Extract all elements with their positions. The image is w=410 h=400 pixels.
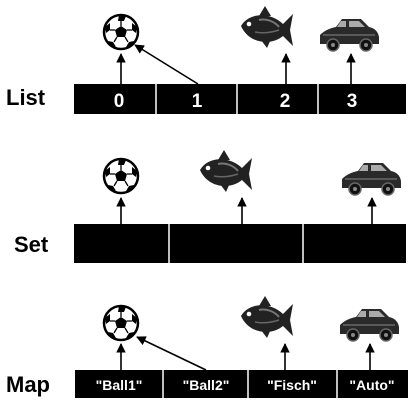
list-index-0: 0 [114,91,125,112]
set-bar [74,224,406,263]
list-index-2: 2 [280,91,291,112]
list-bar [74,84,406,114]
map-key-3: "Auto" [349,377,394,393]
list-index-3: 3 [347,91,358,112]
list-car-icon [319,18,380,52]
list-row: List 0 1 2 3 [6,5,406,114]
map-key-1: "Ball2" [183,377,230,393]
list-index-1: 1 [192,91,203,112]
map-key-2: "Fisch" [267,377,317,393]
map-arrow-1 [136,336,207,371]
map-label: Map [6,372,50,397]
map-fish-icon [240,295,294,339]
map-bar [75,370,408,398]
set-car-icon [341,162,402,196]
set-row: Set [14,149,406,263]
list-fish-icon [240,5,294,49]
set-label: Set [14,232,49,257]
list-label: List [6,85,46,110]
map-car-icon [339,308,400,342]
set-fish-icon [199,149,253,193]
list-ball-icon [102,13,140,51]
set-ball-icon [102,157,140,195]
list-arrow-1 [134,44,199,85]
map-key-0: "Ball1" [96,377,143,393]
map-row: Map "Ball1" "Ball2" "Fisch" "Auto" [6,295,408,398]
map-ball-icon [102,304,140,342]
